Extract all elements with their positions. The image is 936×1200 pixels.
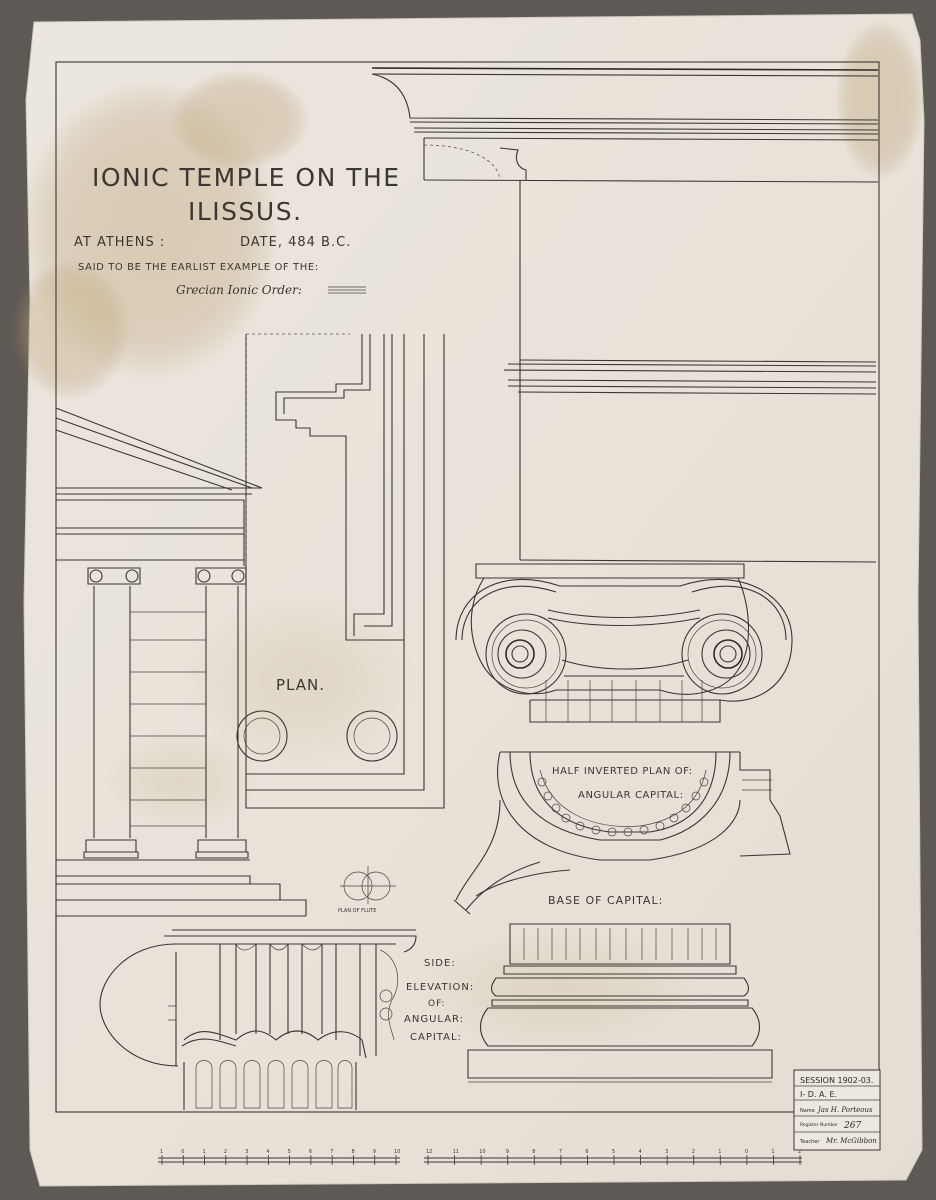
right-capital: [195, 567, 247, 585]
plan-of-flute-label: PLAN OF FLUTE: [338, 908, 376, 914]
scale-right-tick-label: 1: [718, 1149, 721, 1155]
scale-left-tick-label: 0: [181, 1149, 184, 1155]
stamp-session: SESSION 1902-03.: [800, 1076, 873, 1085]
scale-right-tick-label: 2: [798, 1149, 801, 1155]
scale-right-tick-label: 10: [479, 1149, 485, 1155]
stamp-teacher-label: Teacher: [799, 1139, 820, 1145]
scale-right-tick-label: 11: [453, 1149, 459, 1155]
scale-right-tick-label: 5: [612, 1149, 615, 1155]
temple-front-elevation: [55, 407, 307, 917]
scale-left-tick-label: 1: [160, 1149, 163, 1155]
scale-left-tick-label: 3: [245, 1149, 248, 1155]
ionic-capital-elevation: [455, 563, 793, 723]
half-inverted-plan: HALF INVERTED PLAN OF: ANGULAR CAPITAL:: [453, 751, 791, 915]
title-block-text: IONIC TEMPLE ON THE ILISSUS. AT ATHENS :…: [74, 163, 401, 297]
stamp-register-label: Register Number: [800, 1122, 838, 1128]
side-elevation-label-2: ELEVATION:: [406, 982, 474, 993]
side-elevation-label-3: OF:: [428, 999, 446, 1009]
stamp-name-label: Name: [800, 1108, 815, 1114]
scale-right-tick-label: 7: [559, 1149, 562, 1155]
scale-right-tick-label: 9: [506, 1149, 509, 1155]
scale-right-tick-label: 2: [692, 1149, 695, 1155]
scale-right-tick-label: 6: [585, 1149, 588, 1155]
base-of-capital: BASE OF CAPITAL:: [467, 894, 773, 1083]
scale-right-tick-label: 4: [639, 1149, 642, 1155]
left-capital: [87, 567, 141, 585]
side-elevation-label-4: ANGULAR:: [404, 1014, 464, 1025]
scale-left-tick-label: 5: [288, 1149, 291, 1155]
scale-right-tick-label: 3: [665, 1149, 668, 1155]
title-order: Grecian Ionic Order:: [176, 283, 302, 297]
title-location: AT ATHENS :: [74, 235, 165, 250]
registration-stamp: SESSION 1902-03. I- D. A. E. Name Jas H.…: [793, 1069, 881, 1151]
scale-left-tick-label: 10: [394, 1149, 400, 1155]
title-note: SAID TO BE THE EARLIST EXAMPLE OF THE:: [78, 262, 319, 273]
half-inverted-label-1: HALF INVERTED PLAN OF:: [552, 766, 693, 777]
stamp-teacher-value: Mr. McGibbon: [825, 1137, 877, 1145]
scale-left-tick-label: 4: [266, 1149, 269, 1155]
scale-left-tick-label: 6: [309, 1149, 312, 1155]
title-line-2: ILISSUS.: [188, 197, 303, 226]
plan-of-flute: PLAN OF FLUTE: [338, 866, 396, 914]
scale-left-tick-label: 2: [224, 1149, 227, 1155]
stamp-register-value: 267: [843, 1121, 861, 1131]
scale-right-tick-label: 8: [532, 1149, 535, 1155]
stamp-name-value: Jas H. Porteous: [816, 1106, 873, 1114]
side-elevation-label-1: SIDE:: [424, 958, 456, 969]
scale-left-tick-label: 8: [351, 1149, 354, 1155]
scale-right-tick-label: 0: [745, 1149, 748, 1155]
scale-left-tick-label: 7: [330, 1149, 333, 1155]
entablature-elevation: [371, 67, 879, 563]
border-frame: [55, 61, 880, 1113]
scale-right-tick-label: 12: [426, 1149, 432, 1155]
base-of-capital-label: BASE OF CAPITAL:: [548, 894, 663, 907]
title-date: DATE, 484 B.C.: [240, 235, 351, 250]
plan-label: PLAN.: [276, 676, 325, 694]
title-line-1: IONIC TEMPLE ON THE: [92, 163, 401, 192]
scale-right-tick-label: 1: [771, 1149, 774, 1155]
scale-left-tick-label: 1: [203, 1149, 206, 1155]
stamp-course: I- D. A. E.: [800, 1090, 837, 1099]
scale-left-tick-label: 9: [373, 1149, 376, 1155]
side-elevation-capital: SIDE: ELEVATION: OF: ANGULAR: CAPITAL:: [55, 912, 474, 1112]
half-inverted-label-2: ANGULAR CAPITAL:: [578, 790, 684, 801]
water-stains: [10, 20, 925, 1050]
side-elevation-label-5: CAPITAL:: [410, 1032, 462, 1043]
